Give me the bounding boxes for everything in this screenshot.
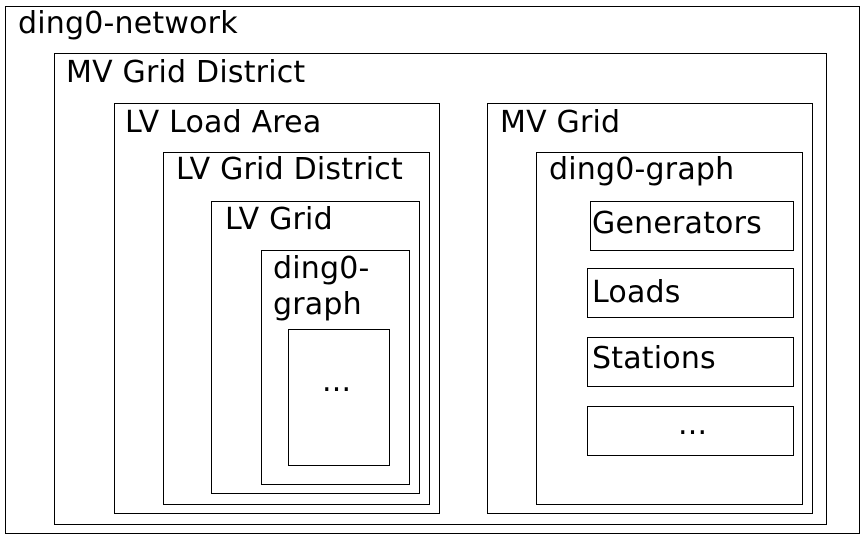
generators-box [590, 201, 794, 251]
mv-grid-label: MV Grid [500, 105, 621, 140]
ding0-network-label: ding0-network [18, 6, 238, 41]
loads-label: Loads [592, 275, 681, 310]
lv-grid-label: LV Grid [225, 202, 333, 237]
stations-box [587, 337, 794, 387]
lv-grid-district-label: LV Grid District [176, 152, 403, 187]
lv-graph-contents-box [288, 329, 390, 466]
loads-box [587, 268, 794, 318]
mv-ding0-graph-label: ding0-graph [549, 152, 735, 187]
more-items-box [587, 406, 794, 456]
lv-ding0-graph-label-line2: graph [273, 287, 362, 322]
lv-ding0-graph-label-line1: ding0- [273, 251, 370, 286]
stations-label: Stations [592, 341, 716, 376]
more-items-ellipsis: ... [678, 407, 708, 442]
generators-label: Generators [592, 206, 762, 241]
lv-graph-ellipsis: ... [322, 364, 352, 399]
lv-load-area-label: LV Load Area [125, 105, 322, 140]
mv-grid-district-label: MV Grid District [66, 55, 306, 90]
